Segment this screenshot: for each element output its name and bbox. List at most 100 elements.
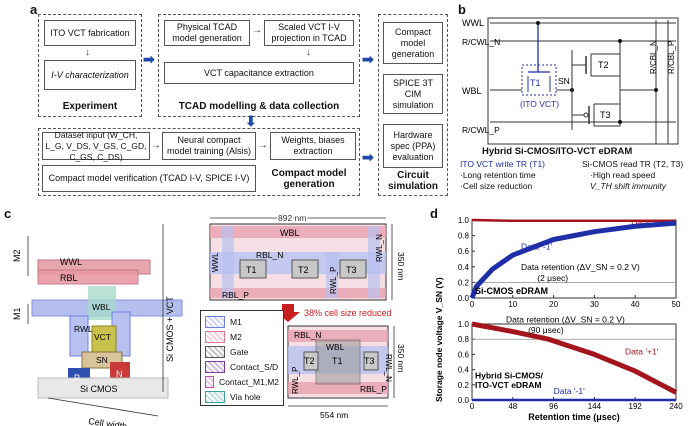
write-tr-feature-2: ·Cell size reduction: [460, 181, 533, 191]
x-tick-label: 0: [470, 402, 475, 411]
compact-model-group: [38, 128, 360, 196]
flow-arrow-down-blue: ⬇: [245, 113, 257, 129]
series-label: Data '-1': [554, 386, 585, 396]
retention-value: (90 μsec): [528, 325, 564, 335]
si-cmos-label: Si CMOS: [80, 384, 118, 394]
flow-box-weights: Weights, biases extraction: [270, 132, 356, 160]
y-tick-label: 0.4: [458, 263, 470, 272]
rwl-p-label: RWL_P: [329, 267, 338, 294]
rcbl-n-label: R/CBL_N: [649, 40, 658, 74]
legend-item: Contact_M1,M2: [205, 374, 279, 389]
x-tick-label: 20: [549, 300, 558, 309]
series-label: Data '+1': [625, 346, 659, 356]
wwl-label: WWL: [60, 257, 82, 267]
read-tr-feature-2: V_TH shift immunity: [590, 181, 667, 191]
legend-label: M2: [230, 331, 242, 342]
tcad-group: [158, 14, 360, 117]
side-label: Si CMOS + VCT: [165, 296, 175, 362]
t3-label-bottom: T3: [364, 356, 375, 366]
chart-title-line2: ITO-VCT eDRAM: [475, 380, 541, 390]
flow-box-neural-training: Neural compact model training (Alsis): [162, 132, 256, 160]
y-tick-label: 0.6: [458, 350, 470, 359]
series-line: [471, 218, 676, 223]
flow-arrow-right: →: [151, 140, 161, 151]
reduction-label: 38% cell size reduced: [304, 308, 392, 318]
n-label: N: [116, 369, 123, 379]
rbl-n-label: RBL_N: [256, 250, 283, 260]
t2-label: T2: [298, 265, 309, 275]
retention-annotation: Data retention (ΔV_SN = 0.2 V): [506, 314, 625, 324]
x-tick-label: 10: [508, 300, 517, 309]
flow-arrow-right: ➡: [362, 149, 374, 165]
m2-label: M2: [12, 249, 22, 262]
t2-label: T2: [598, 60, 609, 70]
x-tick-label: 144: [588, 402, 602, 411]
flow-box-verification: Compact model verification (TCAD I-V, SP…: [42, 165, 256, 192]
legend-swatch: [205, 390, 225, 403]
3d-structure-illustration: M2 M1 WWL RBL WBL RWL VCT SN P N Si CMOS…: [12, 224, 183, 426]
compact-model-title: Compact model generation: [271, 168, 347, 190]
panel-label-c: c: [4, 206, 12, 221]
x-axis-label: Retention time (μsec): [528, 412, 620, 422]
top-width-label: 892 nm: [278, 213, 306, 223]
wbl-label-bottom: WBL: [326, 342, 345, 352]
circuit-diagram: WWL R/CWL_N WBL R/CWL_P T1 (ITO VCT) SN …: [462, 17, 679, 145]
x-tick-label: 0: [470, 300, 475, 309]
chart-title: Si-CMOS eDRAM: [475, 286, 548, 296]
wwl-label: WWL: [462, 18, 484, 28]
sn-label: SN: [558, 76, 570, 86]
series-label: Data '+1': [631, 217, 665, 227]
rcwl-n-label: R/CWL_N: [462, 37, 500, 47]
experiment-group: [38, 14, 142, 117]
flow-arrow-right: ➡: [362, 51, 374, 67]
wbl-label: WBL: [92, 302, 111, 312]
experiment-title: Experiment: [62, 101, 118, 112]
rbl-n-label-bottom: RBL_N: [294, 330, 321, 340]
top-height-label: 350 nm: [396, 252, 406, 280]
t3-label: T3: [600, 110, 611, 120]
legend-item: Via hole: [205, 389, 279, 404]
legend-label: Via hole: [230, 391, 261, 402]
retention-value: (2 μsec): [537, 273, 568, 283]
legend-item: M2: [205, 329, 279, 344]
y-tick-label: 0.2: [458, 278, 470, 287]
legend-item: M1: [205, 314, 279, 329]
circuit-sim-group: [378, 14, 448, 196]
rbl-label: RBL: [60, 273, 78, 283]
legend-swatch: [205, 315, 225, 328]
rwl-label: RWL: [74, 324, 93, 334]
retention-annotation: Data retention (ΔV_SN = 0.2 V): [521, 262, 640, 272]
flow-arrow-down: ↓: [85, 47, 90, 58]
flow-box-dataset: Dataset input (W_CH, L_G, V_DS, V_GS, C_…: [42, 130, 150, 162]
flow-box-spice: SPICE 3T CIM simulation: [383, 74, 443, 114]
x-tick-label: 48: [508, 402, 517, 411]
p-label: P: [74, 373, 80, 383]
chart-title-line1: Hybrid Si-CMOS/: [475, 371, 544, 381]
flow-arrow-right: →: [252, 25, 262, 36]
legend-swatch: [205, 345, 225, 358]
y-axis-label: Storage node voltage V_SN (V): [434, 277, 444, 402]
legend-swatch: [205, 375, 214, 388]
t3-label: T3: [346, 265, 357, 275]
flow-arrow-right: ➡: [143, 51, 155, 67]
rbl-p-label-bottom: RBL_P: [360, 384, 387, 394]
y-tick-label: 0.4: [458, 366, 470, 375]
rcbl-p-label: R/CBL_P: [667, 41, 676, 74]
flow-box-iv-characterization: I-V characterization: [44, 60, 136, 90]
flow-box-capacitance: VCT capacitance extraction: [164, 62, 354, 84]
legend-swatch: [205, 360, 225, 373]
y-tick-label: 0.8: [458, 232, 470, 241]
bottom-height-label: 350 nm: [396, 344, 406, 372]
legend-label: Gate: [230, 346, 249, 357]
rwl-n-label-bottom: RWL_N: [384, 354, 393, 382]
legend-swatch: [205, 330, 225, 343]
x-tick-label: 192: [629, 402, 643, 411]
flow-box-tcad-model: Physical TCAD model generation: [164, 20, 250, 46]
bottom-width-label: 554 nm: [320, 410, 348, 420]
series-line: [469, 220, 677, 299]
t1-label-bottom: T1: [332, 356, 343, 366]
t1-label: T1: [246, 265, 257, 275]
x-tick-label: 240: [669, 402, 683, 411]
read-tr-heading: Si-CMOS read TR (T2, T3): [582, 159, 684, 169]
